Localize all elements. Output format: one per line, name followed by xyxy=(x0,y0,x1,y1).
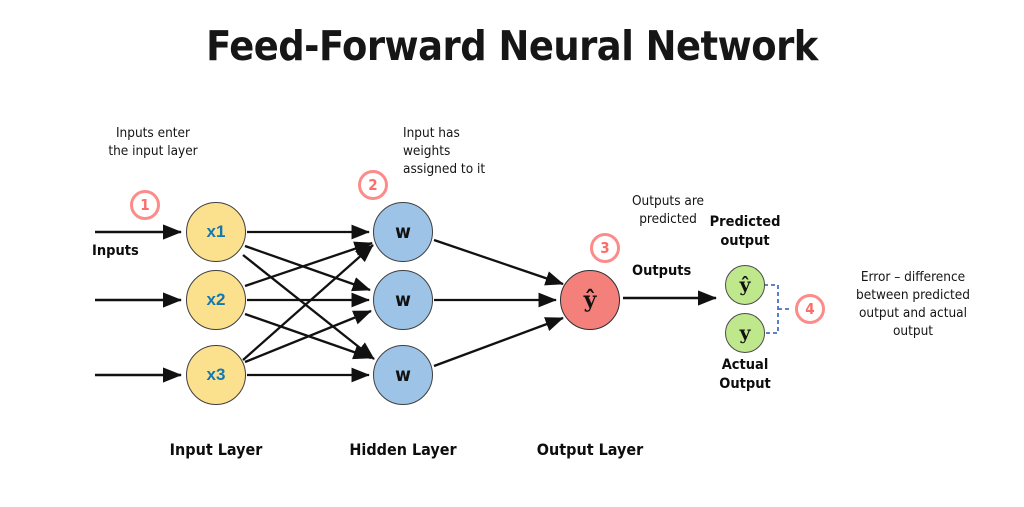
step-badge-1: 1 xyxy=(130,190,160,220)
input-to-hidden-edges xyxy=(242,224,375,383)
input-node-x3[interactable]: x3 xyxy=(186,345,246,405)
hidden-to-output-edges xyxy=(433,238,564,368)
input-node-x2[interactable]: x2 xyxy=(186,270,246,330)
step-badge-1-label: 1 xyxy=(140,195,150,214)
predicted-output-label: Predicted output xyxy=(709,214,781,249)
input-node-x3-label: x3 xyxy=(206,365,226,384)
hidden-node-w2[interactable]: w xyxy=(373,270,433,330)
predicted-output-node-label: ŷ xyxy=(739,274,751,296)
note-step-1: Inputs enter the input layer xyxy=(108,125,198,159)
input-feed-arrows xyxy=(95,224,182,383)
output-layer-label: Output Layer xyxy=(536,440,644,459)
note-step-2: Input has weights assigned to it xyxy=(403,125,486,177)
step-badge-2-label: 2 xyxy=(368,175,378,194)
hidden-node-w1-label: w xyxy=(395,221,411,243)
predicted-output-node[interactable]: ŷ xyxy=(725,265,765,305)
hidden-node-w3[interactable]: w xyxy=(373,345,433,405)
note-step-4: Error – difference between predicted out… xyxy=(856,269,970,339)
hidden-node-w1[interactable]: w xyxy=(373,202,433,262)
hidden-node-w2-label: w xyxy=(395,289,411,311)
hidden-node-w3-label: w xyxy=(395,364,411,386)
actual-output-label: Actual Output xyxy=(719,357,771,392)
hidden-layer-label: Hidden Layer xyxy=(349,440,457,459)
step-badge-3-label: 3 xyxy=(600,238,610,257)
step-badge-4-label: 4 xyxy=(805,299,815,318)
step-badge-4: 4 xyxy=(795,294,825,324)
actual-output-node[interactable]: y xyxy=(725,313,765,353)
actual-output-node-label: y xyxy=(739,322,751,344)
step-badge-3: 3 xyxy=(590,233,620,263)
output-node-yhat-label: ŷ xyxy=(583,287,597,313)
input-layer-label: Input Layer xyxy=(169,440,263,459)
input-node-x1-label: x1 xyxy=(206,222,226,241)
page-title: Feed-Forward Neural Network xyxy=(206,22,818,70)
note-step-3: Outputs are predicted xyxy=(632,193,704,227)
input-node-x1[interactable]: x1 xyxy=(186,202,246,262)
step-badge-2: 2 xyxy=(358,170,388,200)
outputs-label: Outputs xyxy=(632,263,692,279)
inputs-label: Inputs xyxy=(92,243,139,259)
input-node-x2-label: x2 xyxy=(206,290,226,309)
output-node-yhat[interactable]: ŷ xyxy=(560,270,620,330)
error-bracket xyxy=(764,284,792,334)
